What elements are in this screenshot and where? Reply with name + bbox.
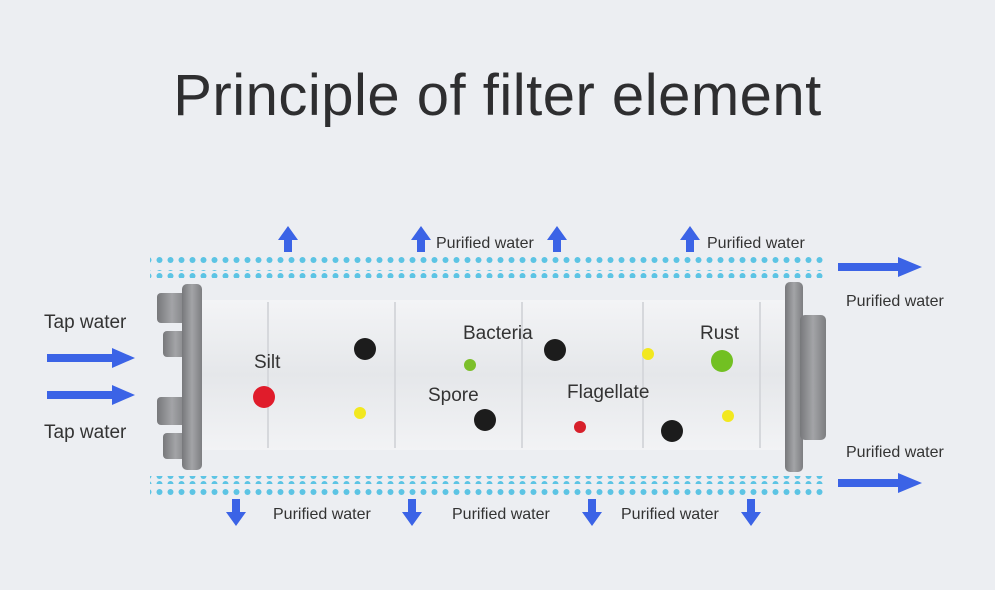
bacteria-particle xyxy=(464,359,476,371)
black-particle xyxy=(661,420,683,442)
arrow-up-icon xyxy=(680,226,700,252)
purified-water-label: Purified water xyxy=(621,506,719,523)
purified-water-label: Purified water xyxy=(273,506,371,523)
inlet-arrow-icon xyxy=(47,348,135,368)
arrow-down-icon xyxy=(741,499,761,526)
tap-water-label-bottom: Tap water xyxy=(44,422,127,443)
silt-label: Silt xyxy=(254,352,281,373)
tap-water-label-top: Tap water xyxy=(44,312,127,333)
right-end-cap xyxy=(785,282,826,472)
yellow-particle xyxy=(642,348,654,360)
arrow-up-icon xyxy=(278,226,298,252)
rust-particle xyxy=(711,350,733,372)
rust-label: Rust xyxy=(700,323,740,344)
left-end-cap xyxy=(157,284,202,470)
membrane-bottom xyxy=(150,476,824,497)
inlet-arrow-icon xyxy=(47,385,135,405)
spore-particle xyxy=(474,409,496,431)
page-title: Principle of filter element xyxy=(173,63,822,128)
flagellate-particle xyxy=(574,421,586,433)
purified-water-label: Purified water xyxy=(846,293,944,310)
outlet-arrow-right-icon xyxy=(838,257,922,277)
membrane-top xyxy=(150,257,824,278)
spore-label: Spore xyxy=(428,385,479,406)
silt-particle xyxy=(253,386,275,408)
purified-water-label: Purified water xyxy=(846,444,944,461)
bacteria-label: Bacteria xyxy=(463,323,533,344)
purified-water-label: Purified water xyxy=(452,506,550,523)
arrow-up-icon xyxy=(547,226,567,252)
black-particle xyxy=(544,339,566,361)
purified-water-label: Purified water xyxy=(707,235,805,252)
arrow-down-icon xyxy=(402,499,422,526)
arrow-down-icon xyxy=(226,499,246,526)
yellow-particle xyxy=(354,407,366,419)
outlet-arrow-right-icon xyxy=(838,473,922,493)
filter-body xyxy=(196,300,794,450)
flagellate-label: Flagellate xyxy=(567,382,649,403)
yellow-particle xyxy=(722,410,734,422)
arrow-up-icon xyxy=(411,226,431,252)
black-particle xyxy=(354,338,376,360)
purified-water-label: Purified water xyxy=(436,235,534,252)
arrow-down-icon xyxy=(582,499,602,526)
